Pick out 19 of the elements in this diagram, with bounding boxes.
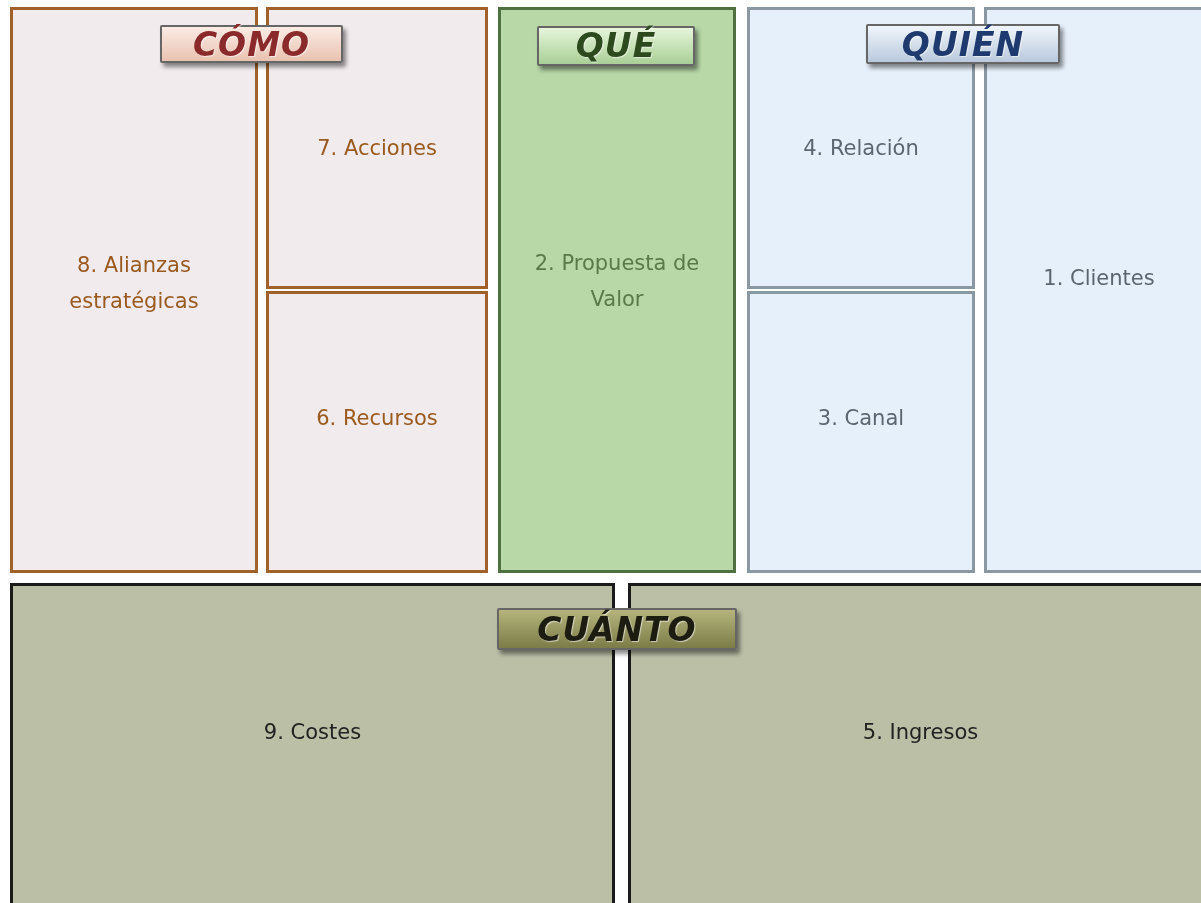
block-label: 1. Clientes [1042,265,1156,292]
block-label: 8. Alianzas estratégicas [68,252,200,315]
block-label: 9. Costes [262,719,363,746]
block-label: 2. Propuesta de Valor [533,250,701,313]
section-banner [866,24,1060,64]
section-banner [497,608,737,650]
block-label: 7. Acciones [316,135,438,162]
section-banner [160,25,343,63]
section-title: QUIÉN [901,24,1025,64]
canvas-block [266,291,488,573]
canvas-block [747,291,975,573]
block-label: 4. Relación [802,135,920,162]
section-title: CUÁNTO [537,609,697,649]
canvas-block [498,7,736,573]
section-title: CÓMO [192,24,311,64]
block-label: 5. Ingresos [861,719,980,746]
block-label: 3. Canal [816,405,906,432]
block-label: 6. Recursos [315,405,439,432]
section-banner [537,26,695,66]
